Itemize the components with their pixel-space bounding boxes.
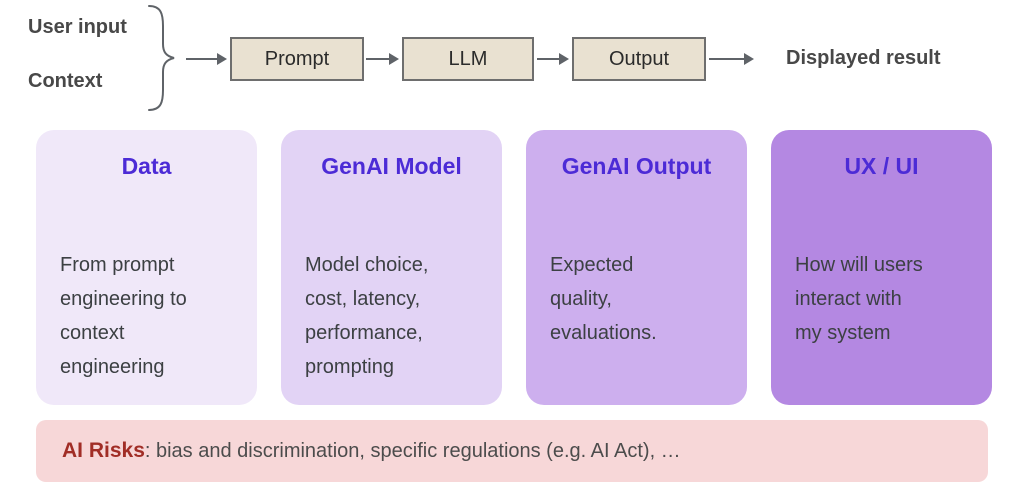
arrow-icon	[537, 53, 569, 65]
prompt-box: Prompt	[230, 37, 364, 81]
arrow-icon	[709, 53, 754, 65]
card-data: Data From prompt engineering to context …	[36, 130, 257, 405]
card-title: Data	[121, 153, 172, 179]
card-genai-output: GenAI Output Expected quality, evaluatio…	[526, 130, 747, 405]
card-title: UX / UI	[844, 153, 919, 179]
card-body: Model choice, cost, latency, performance…	[305, 254, 429, 378]
output-box: Output	[572, 37, 706, 81]
ai-risks-text: : bias and discrimination, specific regu…	[144, 439, 681, 462]
ai-risks-label: AI Risks	[62, 439, 145, 462]
user-input-label: User input	[28, 16, 127, 38]
arrow-icon	[366, 53, 399, 65]
ai-risks-banner: AI Risks: bias and discrimination, speci…	[36, 420, 988, 482]
context-label: Context	[28, 70, 103, 92]
card-body: How will users interact with my system	[795, 254, 923, 344]
displayed-result-label: Displayed result	[786, 47, 941, 69]
card-title: GenAI Output	[561, 153, 712, 179]
card-genai-model: GenAI Model Model choice, cost, latency,…	[281, 130, 502, 405]
arrow-icon	[186, 53, 227, 65]
card-title: GenAI Model	[321, 153, 462, 179]
card-body: Expected quality, evaluations.	[550, 254, 657, 344]
llm-box: LLM	[402, 37, 534, 81]
stage-cards: Data From prompt engineering to context …	[36, 130, 992, 405]
curly-brace-icon	[148, 5, 175, 111]
card-ux-ui: UX / UI How will users interact with my …	[771, 130, 992, 405]
card-body: From prompt engineering to context engin…	[60, 254, 187, 378]
